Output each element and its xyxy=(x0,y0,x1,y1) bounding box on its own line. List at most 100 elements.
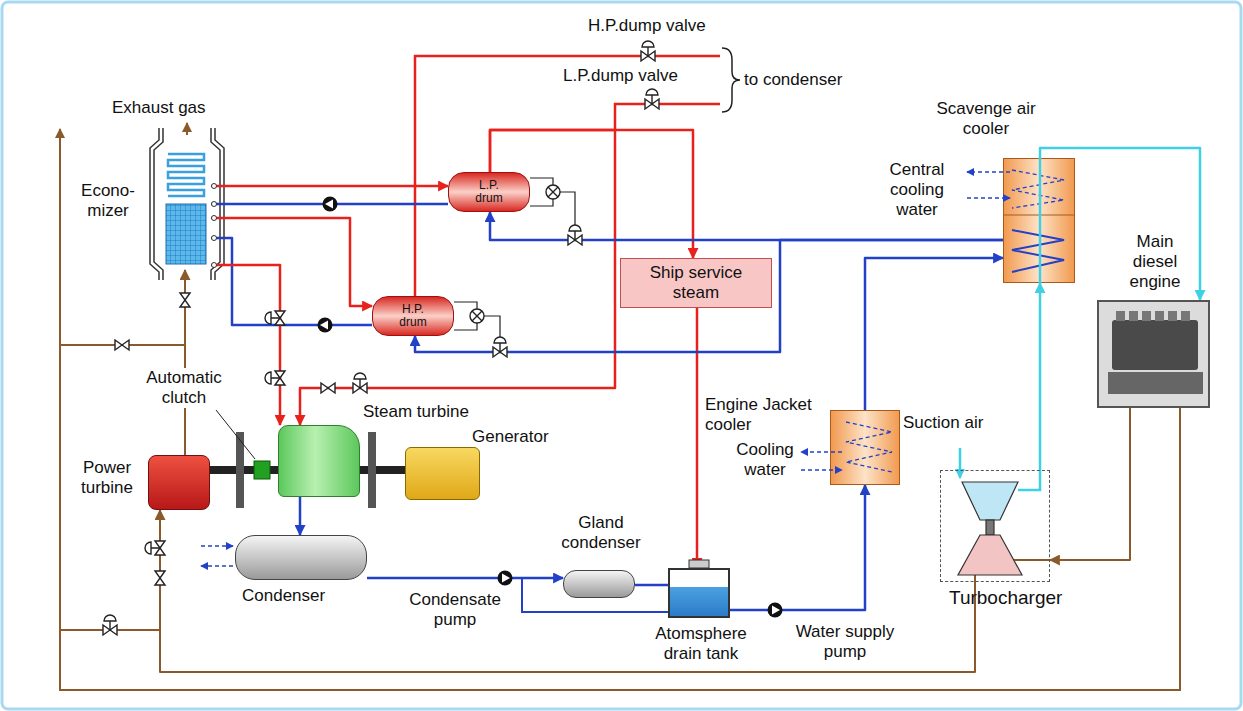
valve-symbol xyxy=(145,541,165,555)
leader-line xyxy=(216,410,255,459)
valve-symbol xyxy=(353,373,367,393)
cooling-water-arrow xyxy=(967,197,1010,198)
pipe-connector xyxy=(696,308,699,568)
label-anchor: Water supply pump xyxy=(780,622,910,662)
hp-drum: H.P. drum xyxy=(372,296,454,336)
valve-symbol xyxy=(641,41,655,61)
pump-symbol xyxy=(498,571,513,586)
diagram-label: Water supply pump xyxy=(780,622,910,662)
economizer-tube-grid xyxy=(166,204,206,264)
valve-symbol xyxy=(645,89,659,109)
label-anchor: Central cooling water xyxy=(872,160,962,220)
air-pipe xyxy=(960,448,1040,490)
pipe-connector xyxy=(300,130,615,425)
condenser-cooling-arrow xyxy=(201,565,233,566)
cooler-coil xyxy=(846,422,892,472)
cooling-water-arrow xyxy=(801,451,842,452)
diagram-label: Suction air xyxy=(903,413,983,433)
pipe-connector xyxy=(1039,283,1042,470)
label-anchor: L.P.dump valve xyxy=(563,66,678,86)
node-label: Gland condenser xyxy=(558,513,644,553)
cooler-coil xyxy=(1039,158,1042,283)
dump-steam-pipe xyxy=(615,104,720,130)
pump-symbol xyxy=(318,197,783,618)
exhaust-pipe xyxy=(60,129,185,345)
drum-control-line xyxy=(454,302,500,338)
turbocharger-wheels xyxy=(958,482,1022,575)
cooling-water-arrow xyxy=(967,171,1010,172)
valve-symbol xyxy=(180,293,190,307)
economizer-casing xyxy=(154,128,163,280)
node-label: Main diesel engine xyxy=(1120,232,1190,292)
pipe-connector xyxy=(211,218,372,306)
economizer-nozzle xyxy=(212,263,217,268)
cooler-coil xyxy=(846,158,1075,472)
pipe-connector xyxy=(865,258,1003,410)
exhaust-pipe xyxy=(60,629,160,631)
economizer-nozzle xyxy=(212,184,217,189)
label-anchor: Condensate pump xyxy=(400,590,510,630)
gland-condenser: Gland condenser xyxy=(563,570,635,598)
engine-illustration xyxy=(1108,311,1203,394)
engine-illustration xyxy=(1129,311,1138,321)
diagram-label: Exhaust gas xyxy=(112,98,206,118)
node-label: Atomsphere drain tank xyxy=(648,624,754,664)
economizer-nozzle xyxy=(212,202,217,207)
pipe-connector xyxy=(211,185,448,188)
node-label: Condenser xyxy=(242,586,325,606)
pump-symbol xyxy=(768,603,783,618)
diagram-label: H.P.dump valve xyxy=(588,16,706,36)
valve-symbol xyxy=(103,41,659,635)
label-anchor: Cooling water xyxy=(733,440,797,480)
node-label: L.P. drum xyxy=(471,179,507,205)
label-anchor: H.P.dump valve xyxy=(588,16,706,36)
node-label: Ship service steam xyxy=(630,263,762,303)
engine-illustration xyxy=(1181,311,1190,321)
node-label: Turbocharger xyxy=(949,587,1062,609)
engine-illustration xyxy=(1116,311,1125,321)
node-label: H.P. drum xyxy=(395,303,431,329)
diagram-label: L.P.dump valve xyxy=(563,66,678,86)
turbocharger-wheels xyxy=(962,482,1018,520)
tank-cap xyxy=(689,560,709,568)
cooler-coil xyxy=(1012,170,1064,208)
cooling-water-arrow xyxy=(801,469,842,470)
diagram-label: Central cooling water xyxy=(872,160,962,220)
automatic-clutch xyxy=(254,461,270,479)
diagram-label: to condenser xyxy=(744,70,842,90)
pipe-connector xyxy=(211,203,448,206)
economizer: Econo-mizer xyxy=(163,135,211,270)
ship-service-steam-box: Ship service steam xyxy=(620,258,772,308)
label-anchor: Exhaust gas xyxy=(112,98,206,118)
shaft-flange xyxy=(368,432,376,508)
valve-symbol xyxy=(321,383,335,393)
cooler-coil xyxy=(1003,214,1075,215)
level-controller xyxy=(546,185,560,199)
valve-symbol xyxy=(568,225,582,245)
pipe-connector xyxy=(415,240,1003,352)
main-diesel-engine: Main diesel engine xyxy=(1097,300,1210,408)
engine-illustration xyxy=(1168,311,1177,321)
economizer-tube-bank xyxy=(166,204,206,264)
turbocharger: Turbocharger xyxy=(940,470,1050,582)
valve-symbol xyxy=(265,371,285,385)
node-label: Generator xyxy=(472,427,549,447)
cooling-water-arrow xyxy=(801,172,1010,470)
valve-symbol xyxy=(103,615,117,635)
drum-control-line xyxy=(530,178,575,226)
exhaust-pipe xyxy=(186,123,188,135)
condenser: Condenser xyxy=(235,535,367,580)
pipe-connector xyxy=(730,485,865,610)
drain-tank: Atomsphere drain tank xyxy=(668,568,730,618)
engine-illustration xyxy=(1155,311,1164,321)
pump-symbol xyxy=(318,318,333,333)
power-turbine: Power turbine xyxy=(148,455,210,510)
diagram-label: Condensate pump xyxy=(400,590,510,630)
economizer-nozzle xyxy=(212,236,217,241)
exhaust-pipe xyxy=(974,575,976,582)
turbocharger-wheels xyxy=(958,535,1022,575)
label-anchor: Automatic clutch xyxy=(130,368,238,408)
pipe-connector xyxy=(367,577,563,580)
economizer-casing xyxy=(150,128,159,280)
